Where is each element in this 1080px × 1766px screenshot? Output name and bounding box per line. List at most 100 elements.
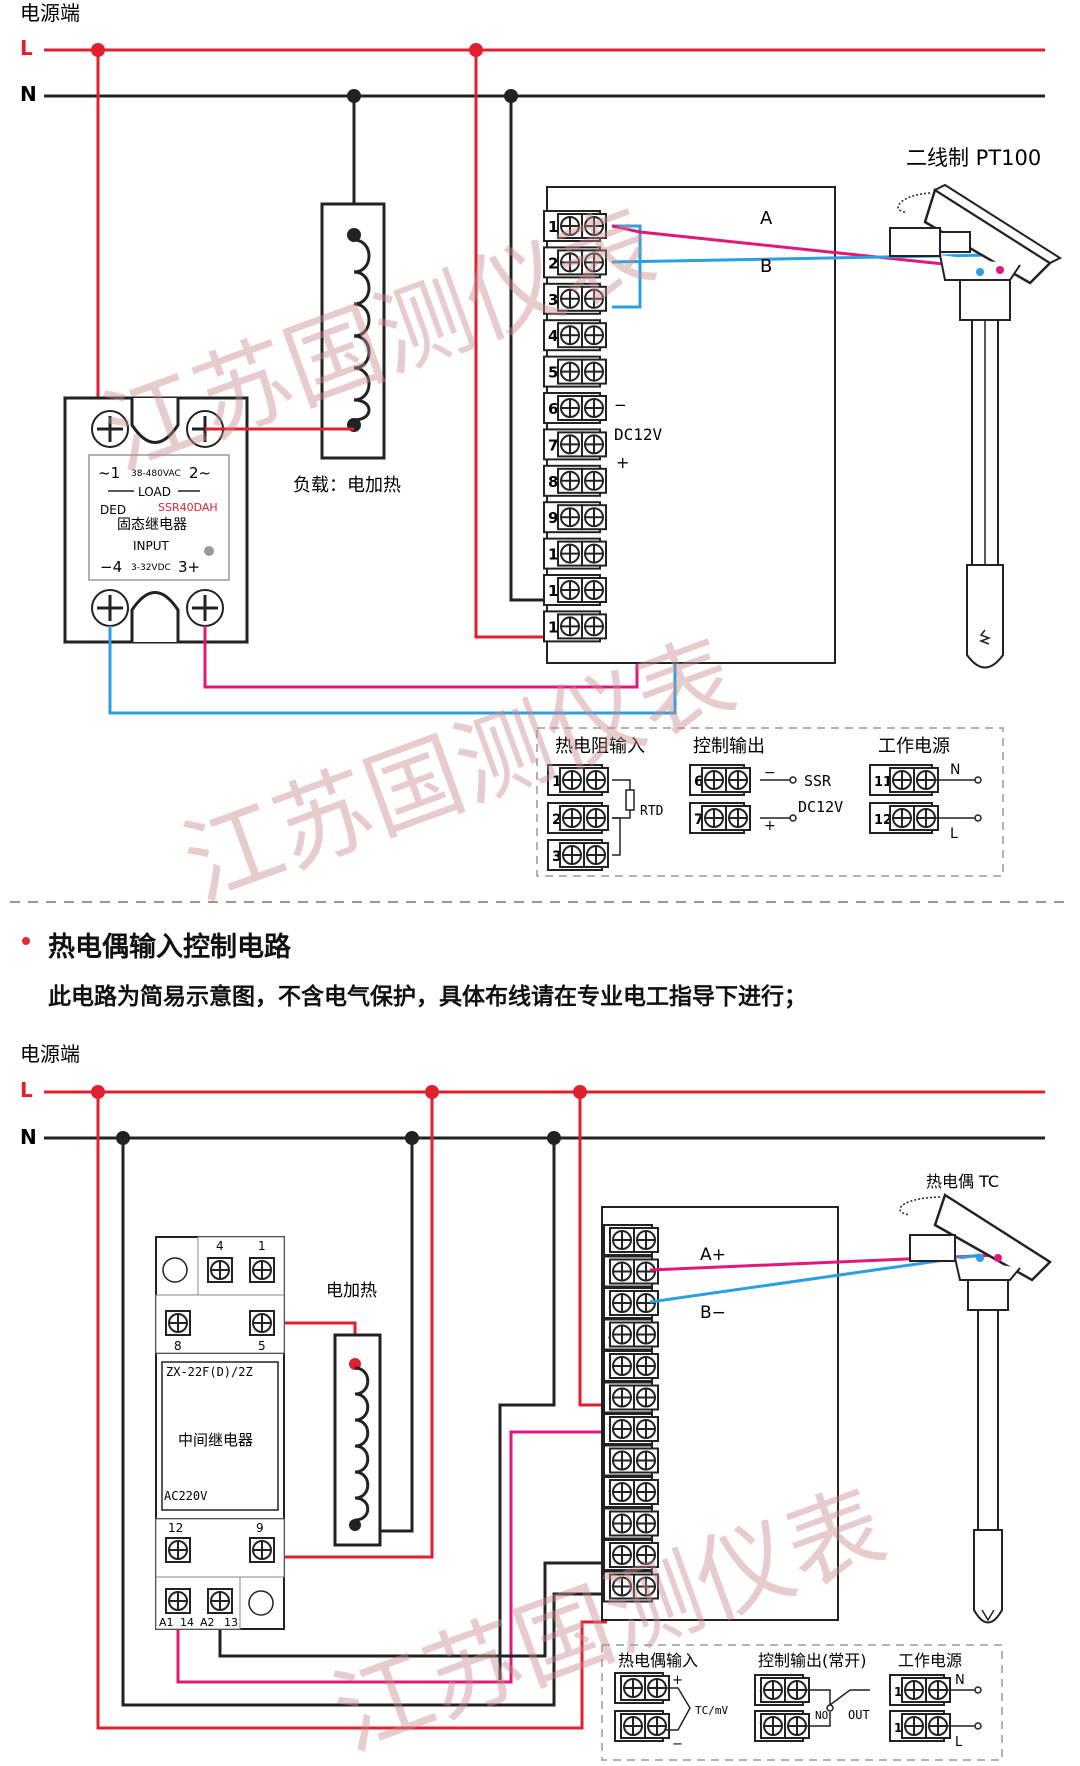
legend-out2-terminal-7: 7 <box>754 1710 810 1742</box>
legend-pwr2-terminal-12: 12 <box>889 1710 951 1742</box>
legend-minus: − <box>764 765 776 781</box>
top-terminal-1-number: 1 <box>548 218 558 236</box>
ssr-name: 固态继电器 <box>117 517 187 533</box>
relay-p8: 8 <box>174 1339 182 1353</box>
bottom-terminal-1: 1 <box>603 1224 659 1256</box>
legend-rtd-terminal-3: 3 <box>547 839 609 871</box>
legend-tc-terminal-3: 3 <box>614 1710 670 1742</box>
bottom-terminal-10: 10 <box>603 1507 659 1540</box>
legend-n-2: N <box>955 1673 965 1688</box>
ssr-input: INPUT <box>133 539 170 553</box>
ssr-load-range: 38-480VAC <box>131 469 181 479</box>
bottom-terminal-5: 5 <box>603 1350 659 1382</box>
top-terminal-12: 12 <box>543 610 607 643</box>
legend-plus: + <box>764 818 776 834</box>
legend-tc: TC/mV <box>695 1704 728 1717</box>
legend-rtd-terminal-1-number: 1 <box>552 774 562 790</box>
ssr-t1: ~1 <box>98 464 120 482</box>
bottom-wire-a: A+ <box>700 1245 726 1265</box>
top-line-l-label: L <box>20 36 33 60</box>
top-terminal-6-number: 6 <box>548 400 558 418</box>
bullet-dot <box>22 937 30 945</box>
bottom-terminal-block: 123456789101112 <box>603 1224 659 1603</box>
ssr-brand: DED <box>100 503 126 517</box>
relay-voltage: AC220V <box>164 1489 207 1503</box>
legend-rtd: RTD <box>640 804 664 819</box>
top-power-label: 电源端 <box>20 1 80 25</box>
legend-pwr-title: 工作电源 <box>878 736 950 757</box>
relay-model: ZX-22F(D)/2Z <box>166 1365 253 1379</box>
legend-out-title-2: 控制输出(常开) <box>758 1651 867 1670</box>
bottom-legend <box>601 1644 1003 1761</box>
bottom-terminal-11: 11 <box>603 1539 659 1571</box>
ssr-input-range: 3-32VDC <box>131 563 171 573</box>
bottom-wire-b: B− <box>700 1303 726 1323</box>
bottom-heater-label: 电加热 <box>326 1281 377 1301</box>
top-dc-label: DC12V <box>614 425 663 444</box>
legend-ssr: SSR <box>804 772 832 790</box>
top-dc-plus: + <box>616 453 629 472</box>
bottom-terminal-6: 6 <box>603 1381 659 1414</box>
bottom-terminal-3: 3 <box>603 1287 659 1319</box>
legend-rtd-terminal-2-number: 2 <box>552 812 562 828</box>
bottom-terminal-9: 9 <box>603 1476 659 1508</box>
top-terminal-10: 10 <box>543 537 607 570</box>
ssr-t2: 2~ <box>189 464 211 482</box>
legend-rtd-terminal-1: 1 <box>547 764 609 796</box>
legend-rtd-terminal-3-number: 3 <box>552 849 562 865</box>
legend-tc-plus: + <box>672 1673 683 1688</box>
ssr-t3: 3+ <box>178 558 200 576</box>
relay-p1: 1 <box>258 1239 266 1253</box>
ssr-terminal-4 <box>90 588 130 628</box>
legend-rtd-title: 热电阻输入 <box>555 736 645 757</box>
legend-tc-terminal-2: 2 <box>614 1672 670 1704</box>
relay-p5: 5 <box>258 1339 266 1353</box>
intermediate-relay <box>155 1236 285 1630</box>
legend-out2-terminal-6: 6 <box>754 1674 810 1706</box>
relay-a1: A1 <box>159 1616 174 1629</box>
top-terminal-8-number: 8 <box>548 473 558 491</box>
top-legend <box>536 727 1004 877</box>
legend-n: N <box>950 762 960 778</box>
bottom-line-l-label: L <box>20 1078 33 1102</box>
legend-out-terminal-7: 7 <box>689 802 751 834</box>
top-wire-a: A <box>760 208 773 229</box>
legend-dc: DC12V <box>798 798 843 816</box>
top-terminal-11: 11 <box>543 574 607 606</box>
bottom-line-n-label: N <box>20 1125 37 1149</box>
top-heater <box>320 202 386 460</box>
top-wire-b: B <box>760 256 772 277</box>
top-terminal-8: 8 <box>543 464 607 497</box>
top-dc-minus: − <box>614 396 627 414</box>
legend-pwr-terminal-11-number: 11 <box>874 775 892 790</box>
relay-a2: A2 <box>200 1616 215 1629</box>
top-terminal-7: 7 <box>543 428 607 461</box>
thermocouple-sensor: 热电偶 TC <box>899 1172 1052 1624</box>
legend-pwr-terminal-11: 11 <box>869 764 939 796</box>
legend-rtd-terminal-2: 2 <box>547 802 609 834</box>
top-terminal-3: 3 <box>543 282 607 315</box>
ssr-model: SSR40DAH <box>158 501 218 514</box>
legend-no: NO <box>815 1709 828 1722</box>
top-terminal-3-number: 3 <box>548 291 558 309</box>
relay-p13: 13 <box>224 1616 238 1629</box>
top-sensor-label: 二线制 PT100 <box>906 146 1041 170</box>
top-terminal-4-number: 4 <box>548 327 558 345</box>
legend-out-terminal-6: 6 <box>689 764 751 796</box>
bottom-terminal-2: 2 <box>603 1255 659 1288</box>
top-terminal-5: 5 <box>543 355 607 388</box>
relay-name: 中间继电器 <box>178 1431 253 1449</box>
legend-tc-minus: − <box>672 1737 683 1752</box>
legend-l: L <box>950 826 958 842</box>
top-load-label: 负载：电加热 <box>293 475 401 496</box>
legend-out: OUT <box>848 1708 870 1722</box>
legend-pwr-terminal-12-number: 12 <box>874 813 892 828</box>
legend-out-terminal-6-number: 6 <box>694 774 704 790</box>
pt100-sensor: 二线制 PT100 <box>889 146 1063 669</box>
legend-pwr-title-2: 工作电源 <box>898 1651 962 1670</box>
bottom-terminal-7: 7 <box>603 1413 659 1445</box>
top-terminal-7-number: 7 <box>548 436 558 454</box>
section-note: 此电路为简易示意图，不含电气保护，具体布线请在专业电工指导下进行； <box>48 984 807 1010</box>
